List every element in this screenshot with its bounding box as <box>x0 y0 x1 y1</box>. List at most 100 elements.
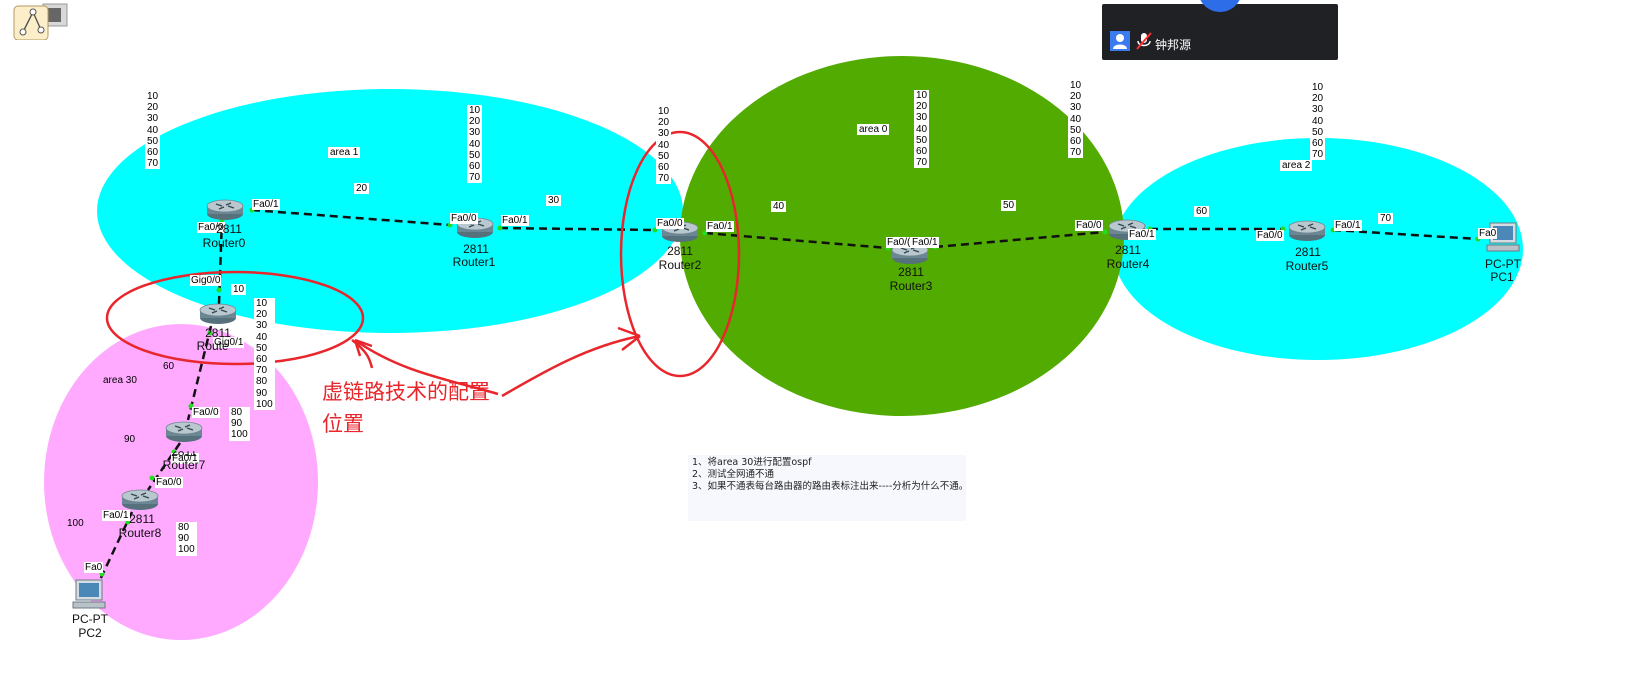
instruction-3: 3、如果不通表每台路由器的路由表标注出来----分析为什么不通。 <box>692 481 969 492</box>
net-label-100: 100 <box>67 518 84 529</box>
router3-model: 2811 <box>898 265 924 279</box>
net-label-10: 10 <box>231 284 247 295</box>
net-label-20: 20 <box>354 183 370 194</box>
link-r0-r1[interactable] <box>251 208 451 227</box>
link-r3-r4[interactable] <box>934 230 1106 249</box>
net-label-60: 60 <box>1194 206 1210 217</box>
net-label-80-partial: 60 <box>163 361 175 372</box>
port-r6-gig00: Gig0/0 <box>190 275 222 286</box>
arrow-to-right-circle <box>501 326 641 398</box>
arrow-to-left-circle <box>351 338 499 396</box>
pc1-model: PC-PT <box>1485 257 1521 271</box>
port-r0-fa01: Fa0/1 <box>252 199 280 210</box>
router8-model: 2811 <box>129 512 155 526</box>
router1-model: 2811 <box>463 242 489 256</box>
instruction-1: 1、将area 30进行配置ospf <box>692 457 812 468</box>
virtual-link-annotation: 虚链路技术的配置 位置 <box>322 376 490 440</box>
pc2-model: PC-PT <box>72 612 108 626</box>
port-r6-gig01: Gig0/1 <box>213 337 245 348</box>
mic-muted-icon[interactable] <box>1135 31 1153 51</box>
instruction-2: 2、测试全网通不通 <box>692 469 775 480</box>
area-2-region[interactable] <box>1113 138 1523 360</box>
net-label-70: 70 <box>1378 213 1394 224</box>
port-pc2-fa0: Fa0 <box>84 562 104 573</box>
area-0-region[interactable] <box>680 56 1124 416</box>
port-r5-fa01: Fa0/1 <box>1334 220 1362 231</box>
port-r3-fa01: Fa0/1 <box>911 237 939 248</box>
router8-name[interactable]: Router8 <box>118 526 162 540</box>
person-icon <box>1110 31 1130 51</box>
port-r3-fa00: Fa0/( <box>886 237 912 248</box>
router7-name[interactable]: Router7 <box>162 458 206 472</box>
port-r2-fa01: Fa0/1 <box>706 221 734 232</box>
area-2-label: area 2 <box>1280 160 1313 171</box>
annotation-line-1: 虚链路技术的配置 <box>322 380 490 404</box>
router2-model: 2811 <box>667 244 693 258</box>
annotation-line-2: 位置 <box>322 412 364 436</box>
net-label-40: 40 <box>771 201 787 212</box>
links <box>97 208 1479 583</box>
port-r1-fa01: Fa0/1 <box>501 215 529 226</box>
area-1-region[interactable] <box>97 89 683 333</box>
instruction-note[interactable]: 1、将area 30进行配置ospf 2、测试全网通不通 3、如果不通表每台路由… <box>688 455 969 521</box>
speaker-avatar <box>1198 0 1242 12</box>
router0-name[interactable]: Router0 <box>202 236 246 250</box>
net-label-50: 50 <box>1001 200 1017 211</box>
router0-icon[interactable] <box>206 199 244 221</box>
router7-model: 2811 <box>171 445 197 459</box>
net-label-90: 90 <box>124 434 136 445</box>
router0-model: 2811 <box>216 222 242 236</box>
meeting-overlay[interactable]: 钟邦源 <box>1102 0 1338 60</box>
port-r8-fa00: Fa0/0 <box>155 477 183 488</box>
router5-model: 2811 <box>1295 245 1321 259</box>
router4-model: 2811 <box>1115 243 1141 257</box>
net-label-30: 30 <box>546 195 562 206</box>
port-r8-fa01: Fa0/1 <box>102 510 130 521</box>
router1-name[interactable]: Router1 <box>452 255 496 269</box>
virtual-link-circle-right <box>619 130 741 378</box>
port-r2-fa00: Fa0/0 <box>656 218 684 229</box>
pc2-name[interactable]: PC2 <box>78 626 102 640</box>
port-r0-fa00: Fa0/0 <box>197 222 225 233</box>
link-r7-r8[interactable] <box>146 442 182 491</box>
router7-icon[interactable] <box>165 421 203 443</box>
area-1-label: area 1 <box>328 147 361 158</box>
port-r7-fa00: Fa0/0 <box>192 407 220 418</box>
port-r7-fa01: Fa0/1 <box>171 453 199 464</box>
router6-icon[interactable] <box>199 303 237 325</box>
port-r4-fa00: Fa0/0 <box>1075 220 1103 231</box>
port-pc1-fa0: Fa0 <box>1478 228 1498 239</box>
area-30-label: area 30 <box>103 375 137 386</box>
port-r5-fa00: Fa0/0 <box>1256 230 1284 241</box>
port-r4-fa01: Fa0/1 <box>1128 229 1156 240</box>
link-r5-pc1[interactable] <box>1332 228 1479 241</box>
router6-model: 2811 <box>205 326 231 340</box>
router6-name[interactable]: Router6 <box>196 339 240 353</box>
pc1-name[interactable]: PC1 <box>1490 270 1514 284</box>
router2-name[interactable]: Router2 <box>658 258 702 272</box>
topology-app-icon[interactable] <box>13 2 69 41</box>
pc2-icon[interactable] <box>72 579 106 609</box>
red-annotation-marks <box>105 130 741 398</box>
router5-name[interactable]: Router5 <box>1285 259 1329 273</box>
port-r1-fa00: Fa0/0 <box>450 213 478 224</box>
area-0-label: area 0 <box>857 124 890 135</box>
virtual-link-circle-left <box>105 270 365 366</box>
router4-name[interactable]: Router4 <box>1106 257 1150 271</box>
router5-icon[interactable] <box>1288 220 1326 242</box>
participant-name: 钟邦源 <box>1155 38 1192 52</box>
link-r2-r3[interactable] <box>704 231 889 250</box>
router8-icon[interactable] <box>121 489 159 511</box>
router3-name[interactable]: Router3 <box>889 279 933 293</box>
